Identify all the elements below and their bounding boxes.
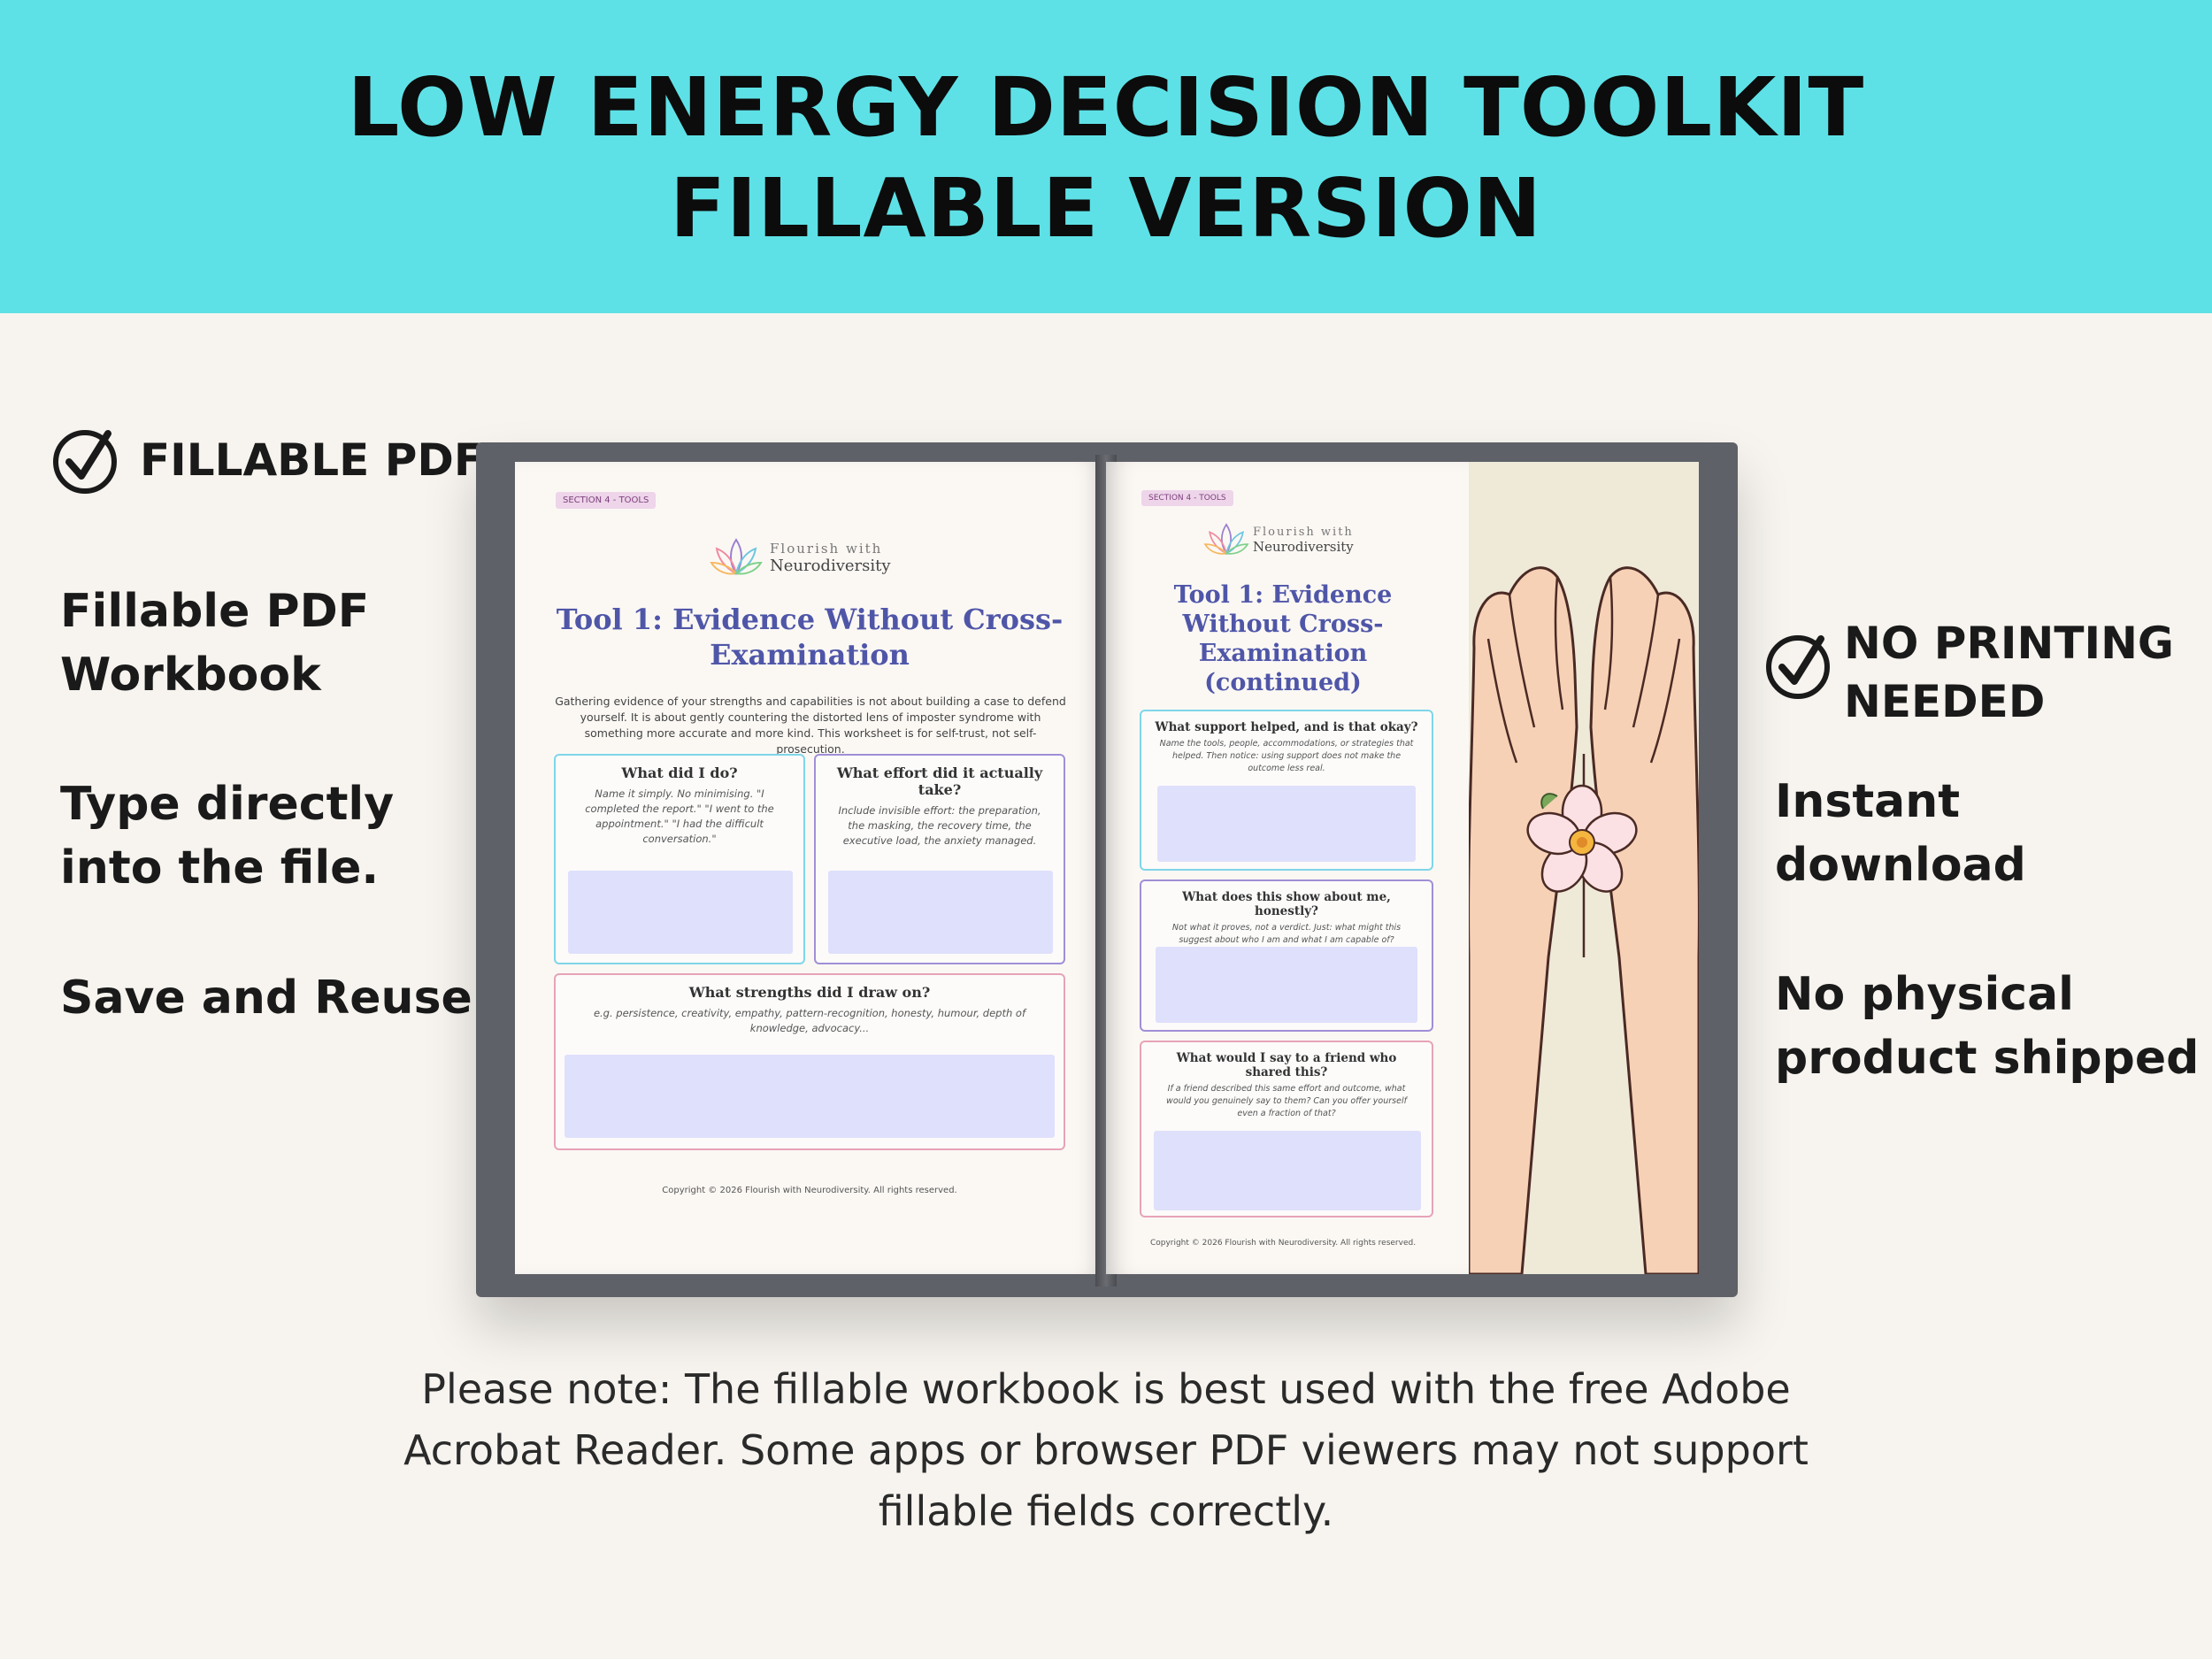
brand-logo: Flourish with Neurodiversity <box>710 533 891 582</box>
right-page: SECTION 4 - TOOLS Flourish with Neurodiv… <box>1106 462 1699 1274</box>
left-text-type-directly: Type directly into the file. <box>60 772 394 900</box>
brand-bottom: Neurodiversity <box>770 556 891 575</box>
fillable-pdf-title: FILLABLE PDF <box>140 434 485 486</box>
note-line: Please note: The fillable workbook is be… <box>421 1365 1791 1413</box>
card-support-helped: What support helped, and is that okay? N… <box>1140 710 1433 871</box>
right-line: No physical <box>1775 968 2074 1021</box>
brand-top: Flourish with <box>770 540 883 557</box>
card-title: What would I say to a friend who shared … <box>1176 1051 1397 1079</box>
card-what-did-i-do: What did I do? Name it simply. No minimi… <box>554 754 805 964</box>
section-tag: SECTION 4 - TOOLS <box>1141 490 1233 506</box>
cupped-hands-flower-illustration <box>1467 566 1699 1274</box>
no-printing-line2: NEEDED <box>1844 676 2046 727</box>
card-title: What does this show about me, honestly? <box>1182 890 1391 918</box>
section-tag: SECTION 4 - TOOLS <box>556 492 657 509</box>
no-printing-line1: NO PRINTING <box>1844 618 2174 669</box>
card-what-strengths: What strengths did I draw on? e.g. persi… <box>554 973 1065 1150</box>
copyright: Copyright © 2026 Flourish with Neurodive… <box>1149 1239 1417 1248</box>
fillable-pdf-feature: FILLABLE PDF <box>51 426 484 494</box>
hands-illustration-panel <box>1467 462 1699 1274</box>
left-line: Workbook <box>60 649 321 702</box>
banner-title-line2: FILLABLE VERSION <box>670 161 1542 256</box>
left-line: Fillable PDF <box>60 585 370 638</box>
card-title: What support helped, and is that okay? <box>1155 720 1418 734</box>
brand-logo: Flourish with Neurodiversity <box>1203 518 1354 561</box>
card-title: What did I do? <box>621 764 738 781</box>
left-text-workbook: Fillable PDF Workbook <box>60 580 369 707</box>
card-what-does-this-show: What does this show about me, honestly? … <box>1140 879 1433 1032</box>
title-line: Tool 1: Evidence Without Cross- <box>556 603 1064 636</box>
left-line: Save and Reuse. <box>60 972 490 1025</box>
banner-title-line1: LOW ENERGY DECISION TOOLKIT <box>347 60 1865 155</box>
book-mockup: SECTION 4 - TOOLS Flourish with Neurodiv… <box>476 442 1738 1297</box>
no-printing-feature: NO PRINTING NEEDED <box>1764 614 2174 731</box>
card-hint: Include invisible effort: the preparatio… <box>838 804 1041 847</box>
fillable-field[interactable] <box>568 871 793 954</box>
fillable-field[interactable] <box>1157 786 1416 862</box>
fillable-field[interactable] <box>1156 947 1417 1023</box>
lotus-logo-icon <box>1203 523 1249 556</box>
card-hint: Name it simply. No minimising. "I comple… <box>585 787 774 845</box>
right-line: Instant <box>1775 775 1961 828</box>
card-what-effort: What effort did it actually take? Includ… <box>814 754 1065 964</box>
note-line: fillable fields correctly. <box>878 1487 1334 1535</box>
left-page-intro: Gathering evidence of your strengths and… <box>555 695 1066 756</box>
fillable-field[interactable] <box>565 1055 1055 1138</box>
copyright: Copyright © 2026 Flourish with Neurodive… <box>662 1186 957 1195</box>
fillable-field[interactable] <box>1154 1131 1421 1210</box>
left-line: Type directly <box>60 778 395 831</box>
fillable-note: Please note: The fillable workbook is be… <box>265 1359 1947 1542</box>
card-friend: What would I say to a friend who shared … <box>1140 1041 1433 1217</box>
title-line: Examination <box>710 638 910 672</box>
title-line: Tool 1: Evidence <box>1173 581 1393 609</box>
check-circle-icon <box>1766 635 1830 699</box>
right-text-no-physical: No physical product shipped <box>1775 963 2199 1090</box>
title-line: Without Cross- <box>1182 611 1384 638</box>
note-line: Acrobat Reader. Some apps or browser PDF… <box>403 1426 1809 1474</box>
card-title: What strengths did I draw on? <box>688 984 931 1001</box>
title-line: Examination <box>1198 640 1368 667</box>
header-banner: LOW ENERGY DECISION TOOLKIT FILLABLE VER… <box>0 0 2212 313</box>
lotus-logo-icon <box>710 538 763 575</box>
right-line: download <box>1775 839 2026 892</box>
card-hint: Not what it proves, not a verdict. Just:… <box>1171 923 1402 945</box>
no-printing-title: NO PRINTING NEEDED <box>1844 614 2174 731</box>
left-page-title: Tool 1: Evidence Without Cross- Examinat… <box>533 602 1087 672</box>
left-line: into the file. <box>60 841 380 895</box>
brand-bottom: Neurodiversity <box>1253 538 1354 555</box>
right-page-title: Tool 1: Evidence Without Cross- Examinat… <box>1124 580 1442 697</box>
card-hint: Name the tools, people, accommodations, … <box>1159 739 1414 773</box>
card-hint: e.g. persistence, creativity, empathy, p… <box>593 1007 1026 1034</box>
right-line: product shipped <box>1775 1032 2200 1085</box>
title-line: (continued) <box>1204 669 1362 696</box>
brand-top: Flourish with <box>1253 525 1354 539</box>
check-circle-icon <box>53 430 117 494</box>
card-title: What effort did it actually take? <box>836 764 1043 798</box>
left-page: SECTION 4 - TOOLS Flourish with Neurodiv… <box>515 462 1104 1274</box>
card-hint: If a friend described this same effort a… <box>1166 1084 1407 1118</box>
right-text-instant: Instant download <box>1775 770 2026 897</box>
left-text-save: Save and Reuse. <box>60 966 490 1030</box>
fillable-field[interactable] <box>828 871 1053 954</box>
